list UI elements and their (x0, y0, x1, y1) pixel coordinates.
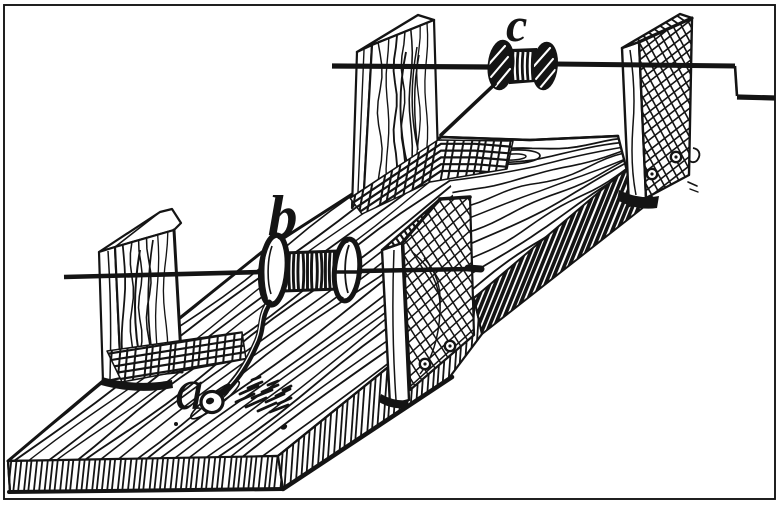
svg-text:b: b (268, 183, 298, 249)
svg-text:c: c (506, 0, 527, 52)
svg-text:a: a (175, 357, 204, 422)
